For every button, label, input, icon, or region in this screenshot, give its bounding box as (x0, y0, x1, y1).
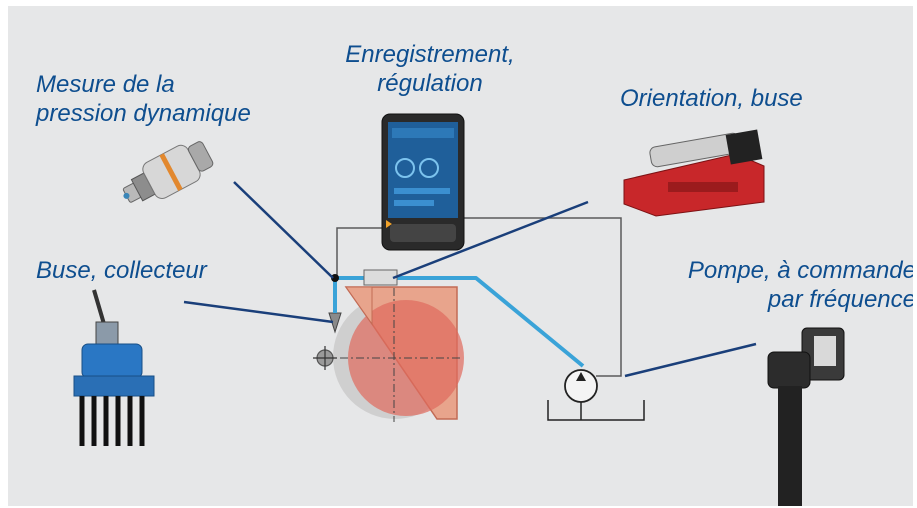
label-nozzle-manifold: Buse, collecteur (36, 256, 207, 285)
actuator-icon (623, 129, 765, 217)
label-nozzle-line1: Buse, collecteur (36, 257, 207, 284)
label-orientation-nozzle: Orientation, buse (620, 84, 803, 113)
label-pump-line1: Pompe, à commande (687, 257, 913, 284)
rotation-symbol (313, 346, 337, 370)
axis-lines (324, 288, 463, 422)
junction-node (331, 274, 339, 282)
pressure-sensor-icon (122, 141, 214, 203)
label-pressure-measurement: Mesure de la pression dynamique (36, 70, 251, 128)
label-recording-regulation: Enregistrement, régulation (340, 40, 520, 98)
pump-motor-icon (767, 327, 845, 506)
label-recording-line2: régulation (377, 70, 483, 97)
label-pressure-line2: pression dynamique (36, 100, 251, 127)
label-recording-line1: Enregistrement, (345, 41, 515, 68)
control-lines (336, 217, 622, 377)
label-pump-frequency: Pompe, à commande par fréquence (666, 256, 913, 314)
valve-block (363, 269, 398, 286)
label-pressure-line1: Mesure de la (36, 71, 175, 98)
nozzle-manifold-icon (73, 289, 155, 446)
label-pump-line2: par fréquence (767, 286, 913, 313)
pump-symbol-icon (547, 369, 645, 421)
diagram-canvas: Mesure de la pression dynamique Enregist… (8, 6, 913, 506)
controller-display-icon (381, 113, 465, 251)
label-orientation-line1: Orientation, buse (620, 85, 803, 112)
hydraulic-schematic (73, 113, 845, 506)
leader-lines (183, 181, 757, 378)
water-pipe (333, 276, 585, 368)
